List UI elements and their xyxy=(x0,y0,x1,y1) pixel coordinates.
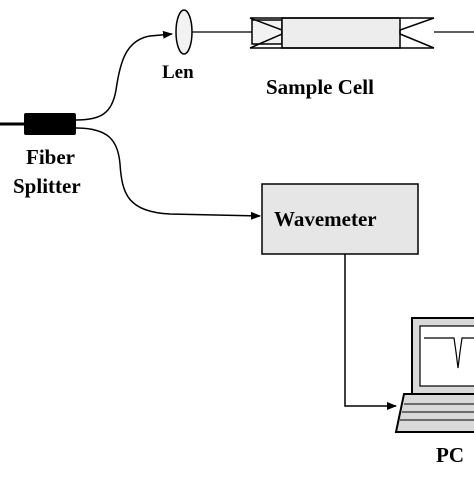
sample-cell xyxy=(249,17,435,49)
lens xyxy=(175,9,193,55)
fiber-splitter-label-line2: Splitter xyxy=(13,174,81,198)
wavemeter-box xyxy=(261,183,419,255)
fiber-to-lens xyxy=(75,30,173,121)
sample-cell-label: Sample Cell xyxy=(266,75,374,99)
wavemeter-label: Wavemeter xyxy=(274,207,377,231)
pc-laptop xyxy=(394,317,474,433)
fiber-splitter-label-line1: Fiber xyxy=(26,145,75,169)
pc-screen xyxy=(419,325,474,387)
wavemeter-to-pc xyxy=(344,254,397,410)
pc-screen-trace xyxy=(424,337,474,369)
pc-keyboard xyxy=(394,393,474,433)
fiber-splitter xyxy=(24,113,76,135)
fiber-to-wavemeter xyxy=(75,127,261,220)
lens-label: Len xyxy=(162,62,194,83)
pc-label: PC xyxy=(436,443,464,467)
